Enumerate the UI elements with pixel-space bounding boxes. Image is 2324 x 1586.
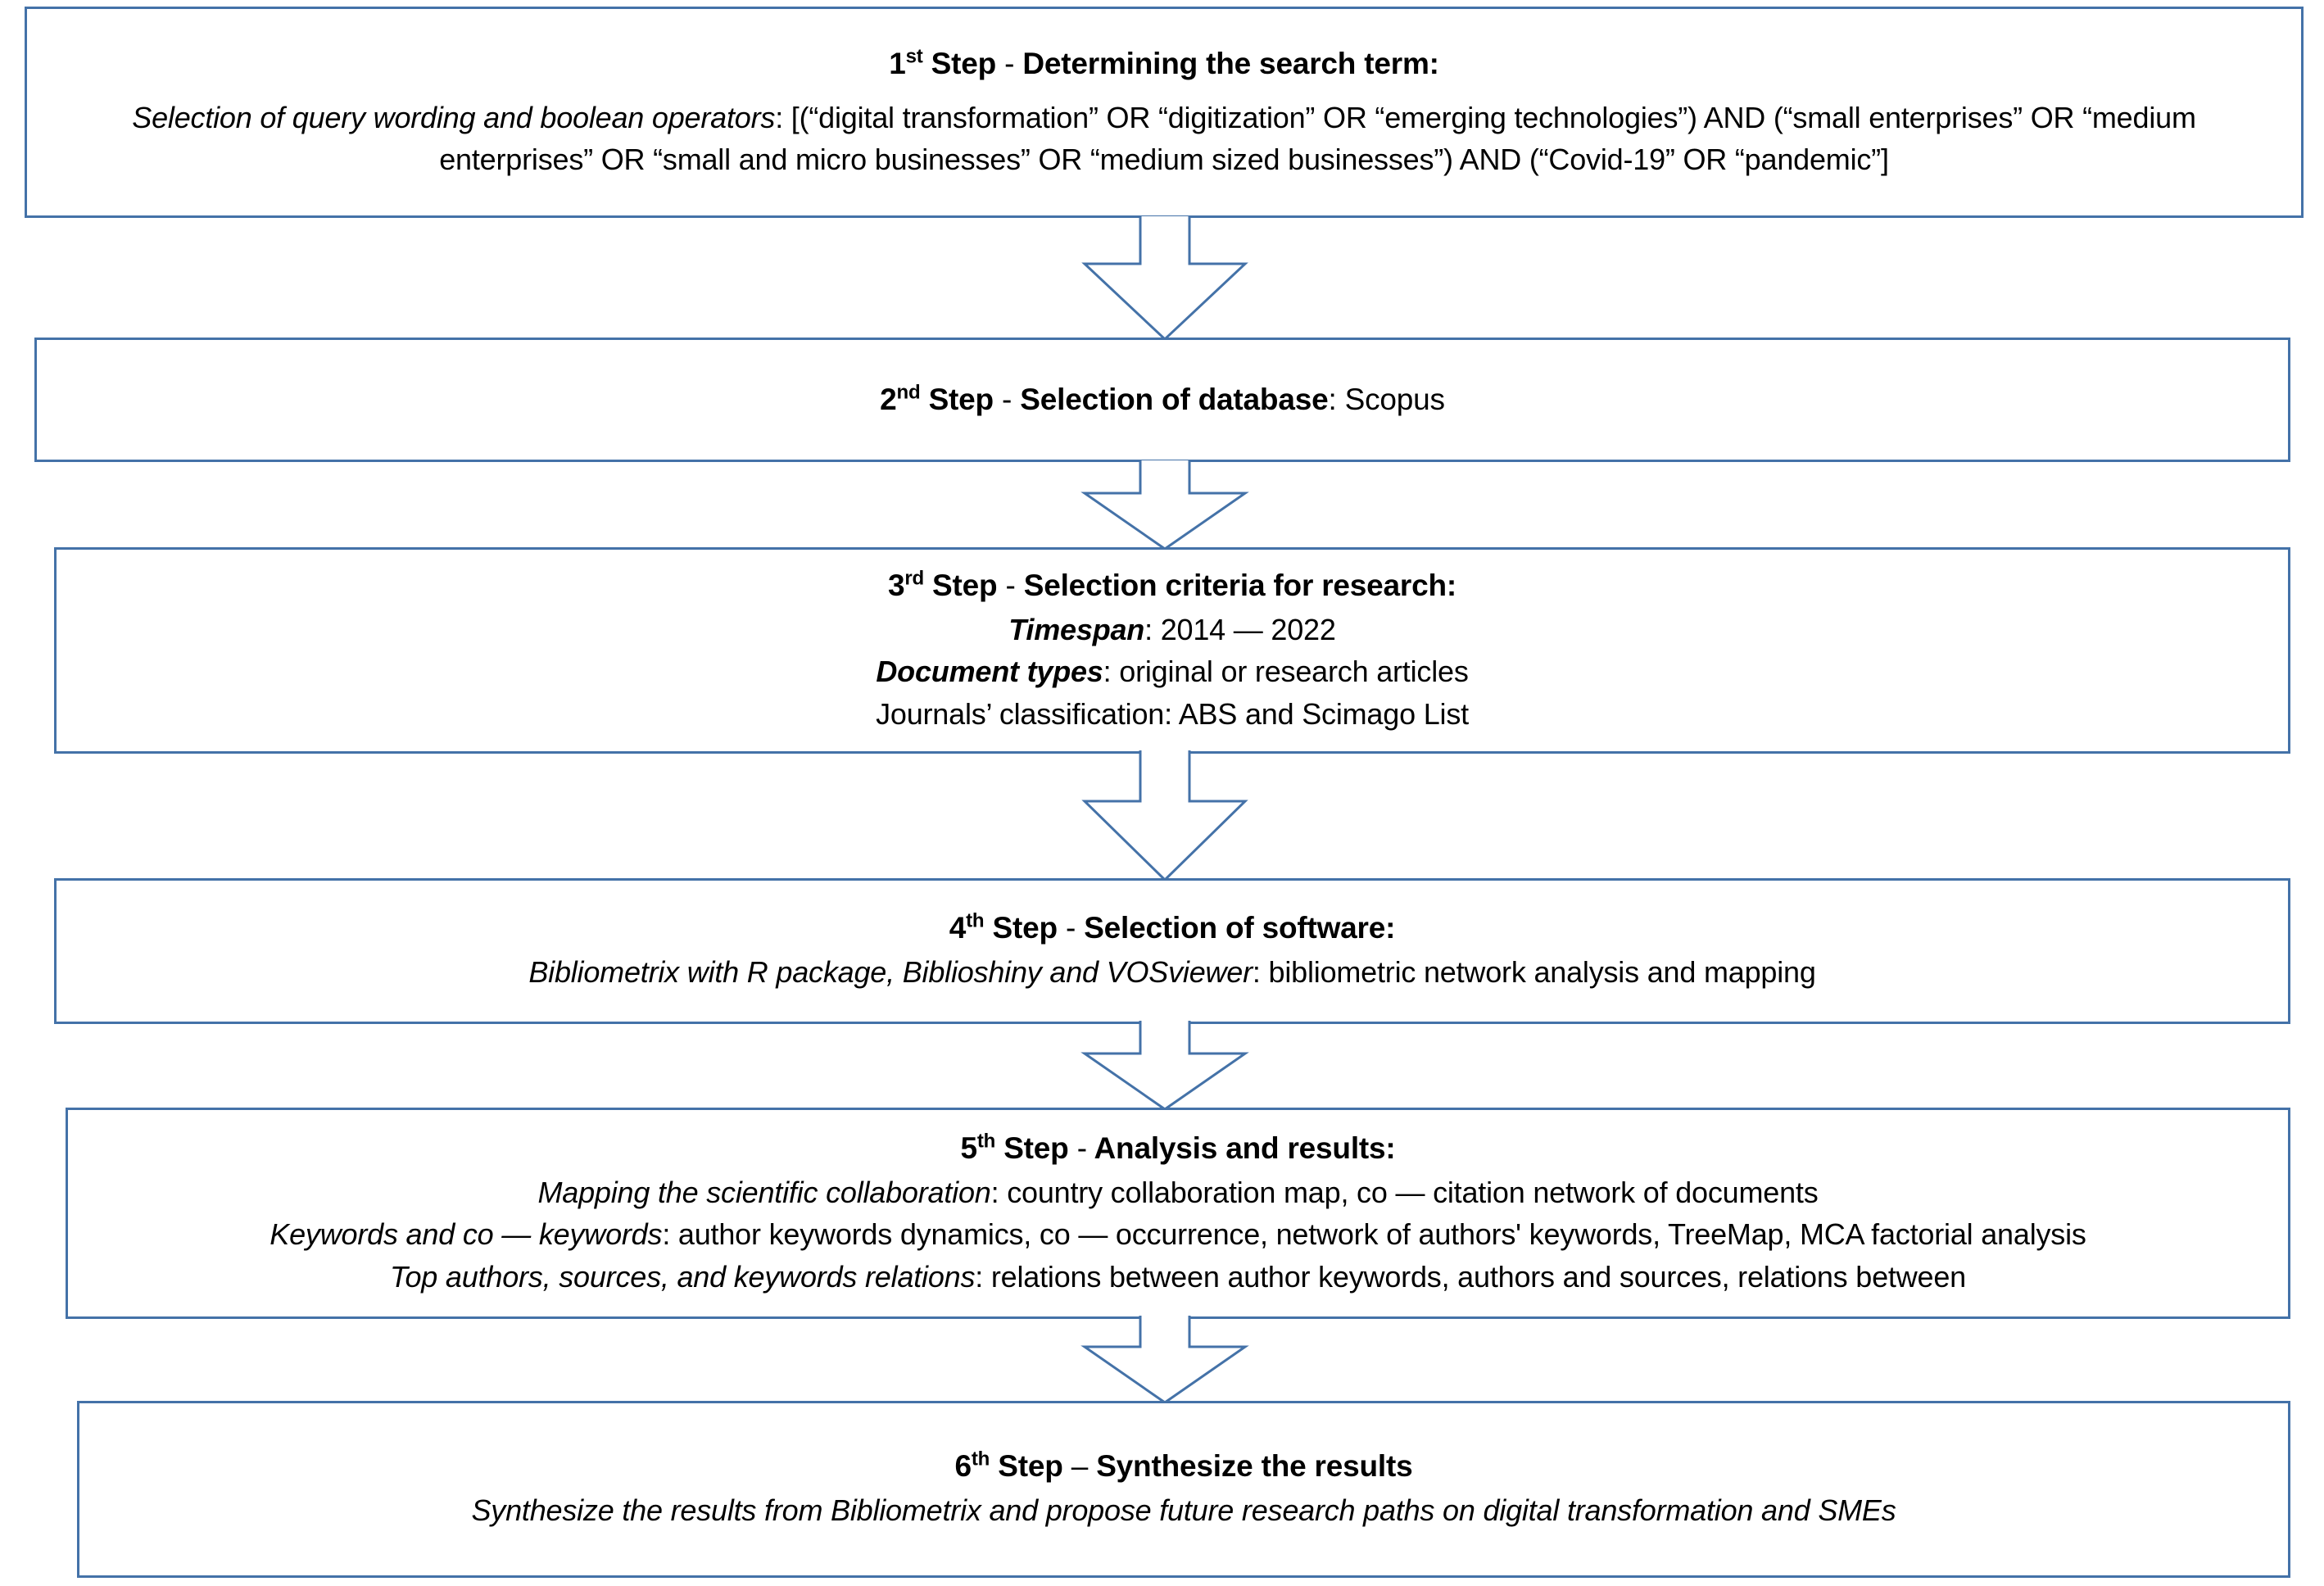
step-6-lines: Synthesize the results from Bibliometrix… [471,1489,1896,1531]
step-box-2: 2nd Step - Selection of database: Scopus [34,338,2290,462]
step-5-line-1-label: Mapping the scientific collaboration [537,1176,991,1210]
step-5-line-2: Keywords and co — keywords: author keywo… [270,1213,2086,1255]
step-5-heading: 5th Step - Analysis and results: [960,1129,1395,1168]
step-3-lines: Timespan: 2014 — 2022 Document types: or… [876,609,1469,734]
step-3-line-2: Document types: original or research art… [876,650,1469,692]
step-3-line-2-label: Document types [876,655,1103,689]
connector-arrow-1 [1080,216,1250,341]
step-3-ordinal-suffix: rd [904,567,924,590]
step-5-separator: - [1076,1131,1087,1166]
down-block-arrow-icon [1080,750,1250,881]
step-6-line-1: Synthesize the results from Bibliometrix… [471,1489,1896,1531]
step-4-step-word: Step [992,911,1058,945]
down-block-arrow-icon [1080,1021,1250,1111]
step-1-body-text: : [(“digital transformation” OR “digitiz… [439,100,2196,177]
step-1-body: Selection of query wording and boolean o… [111,97,2217,180]
step-5-line-1: Mapping the scientific collaboration: co… [270,1171,2086,1213]
step-3-line-1: Timespan: 2014 — 2022 [876,609,1469,650]
step-3-separator: - [1005,569,1016,603]
connector-arrow-2 [1080,460,1250,551]
step-5-ordinal: 5 [960,1131,977,1166]
step-box-1: 1st Step - Determining the search term: … [25,7,2304,218]
step-6-ordinal-suffix: th [971,1448,990,1471]
step-6-step-word: Step [998,1449,1063,1484]
step-box-3: 3rd Step - Selection criteria for resear… [54,547,2290,754]
step-3-line-3-label: Journals’ classification [876,696,1165,731]
connector-arrow-3 [1080,750,1250,881]
step-3-ordinal: 3 [887,569,905,603]
step-5-line-3: Top authors, sources, and keywords relat… [270,1256,2086,1298]
step-3-line-3-text: : ABS and Scimago List [1164,696,1469,731]
step-1-separator: - [1004,46,1015,80]
step-2-step-word: Step [928,382,994,416]
step-2-heading: 2nd Step - Selection of database: Scopus [880,380,1445,419]
step-6-ordinal: 6 [954,1449,972,1484]
step-5-line-3-text: : relations between author keywords, aut… [975,1259,1966,1294]
down-block-arrow-icon [1080,216,1250,341]
step-6-separator: – [1071,1449,1089,1484]
step-5-line-3-label: Top authors, sources, and keywords relat… [390,1259,976,1294]
step-6-heading-text: Synthesize the results [1096,1449,1413,1484]
step-5-line-2-label: Keywords and co — keywords [270,1217,663,1252]
step-5-heading-text: Analysis and results: [1094,1131,1396,1166]
step-4-ordinal: 4 [949,911,967,945]
step-3-line-1-label: Timespan [1008,613,1145,647]
step-1-heading: 1st Step - Determining the search term: [889,44,1439,84]
step-1-heading-text: Determining the search term: [1022,46,1439,80]
step-4-heading-text: Selection of software: [1084,911,1396,945]
step-3-heading: 3rd Step - Selection criteria for resear… [888,566,1456,605]
step-4-separator: - [1065,911,1076,945]
step-5-line-2-text: : author keywords dynamics, co — occurre… [662,1217,2086,1252]
step-5-ordinal-suffix: th [976,1130,996,1153]
step-3-step-word: Step [932,569,998,603]
step-4-ordinal-suffix: th [966,910,985,933]
step-4-heading: 4th Step - Selection of software: [949,909,1396,948]
step-2-ordinal: 2 [880,382,897,416]
step-5-step-word: Step [1003,1131,1069,1166]
step-5-line-1-text: : country collaboration map, co — citati… [990,1176,1819,1210]
step-2-ordinal-suffix: nd [896,381,921,404]
step-6-heading: 6th Step – Synthesize the results [954,1447,1412,1486]
step-3-line-3: Journals’ classification: ABS and Scimag… [876,693,1469,735]
step-2-separator: - [1002,382,1013,416]
step-box-6: 6th Step – Synthesize the results Synthe… [77,1401,2290,1578]
connector-arrow-5 [1080,1316,1250,1404]
step-2-heading-text: Selection of database [1020,382,1329,416]
step-3-line-2-text: : original or research articles [1103,655,1469,689]
step-3-heading-text: Selection criteria for research: [1023,569,1457,603]
down-block-arrow-icon [1080,1316,1250,1404]
step-2-heading-tail: : Scopus [1328,382,1445,416]
connector-arrow-4 [1080,1021,1250,1111]
step-4-line-1-text: : bibliometric network analysis and mapp… [1252,955,1816,990]
step-4-lines: Bibliometrix with R package, Biblioshiny… [528,951,1816,993]
step-1-step-word: Step [931,46,997,80]
step-box-4: 4th Step - Selection of software: Biblio… [54,878,2290,1024]
step-1-body-label: Selection of query wording and boolean o… [132,100,776,134]
step-6-line-1-label: Synthesize the results from Bibliometrix… [471,1493,1896,1528]
down-block-arrow-icon [1080,460,1250,551]
step-4-line-1-label: Bibliometrix with R package, Biblioshiny… [528,955,1253,990]
step-box-5: 5th Step - Analysis and results: Mapping… [66,1108,2290,1319]
step-1-ordinal: 1 [889,46,906,80]
step-5-lines: Mapping the scientific collaboration: co… [270,1171,2086,1297]
step-4-line-1: Bibliometrix with R package, Biblioshiny… [528,951,1816,993]
step-1-ordinal-suffix: st [905,45,923,68]
step-3-line-1-text: : 2014 — 2022 [1144,613,1336,647]
